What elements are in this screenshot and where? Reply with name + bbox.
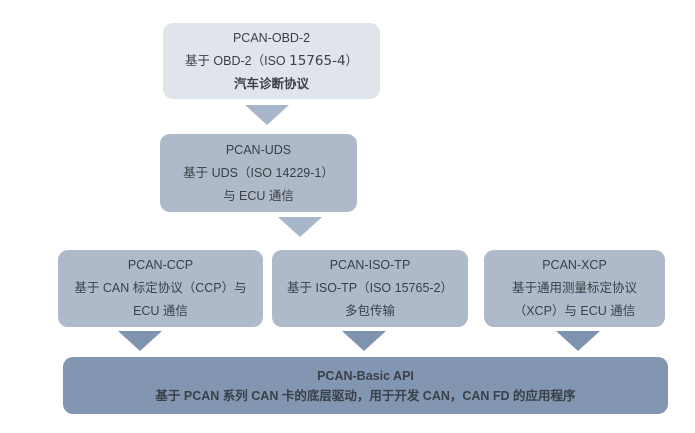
node-pcan-uds: PCAN-UDS 基于 UDS（ISO 14229-1） 与 ECU 通信 (160, 134, 357, 212)
node-pcan-uds-title: PCAN-UDS (225, 142, 292, 157)
node-pcan-obd2-title: PCAN-OBD-2 (232, 30, 311, 45)
node-pcan-uds-line2: 基于 UDS（ISO 14229-1） (183, 165, 334, 180)
node-pcan-ccp-title: PCAN-CCP (127, 258, 194, 272)
node-pcan-iso-tp-title: PCAN-ISO-TP (329, 258, 411, 272)
node-pcan-ccp: PCAN-CCP 基于 CAN 标定协议（CCP）与 ECU 通信 (58, 250, 263, 327)
node-pcan-iso-tp-line3: 多包传输 (344, 304, 395, 318)
node-pcan-obd2-line2: 基于 OBD-2（ISO 15765-4） (185, 50, 358, 73)
node-pcan-obd2-line2-emphasis: 15765-4 (289, 52, 346, 69)
node-pcan-xcp-title: PCAN-XCP (542, 258, 607, 272)
node-pcan-iso-tp: PCAN-ISO-TP 基于 ISO-TP（ISO 15765-2） 多包传输 (272, 250, 468, 327)
node-pcan-xcp: PCAN-XCP 基于通用测量标定协议 （XCP）与 ECU 通信 (484, 250, 665, 327)
down-arrow-icon-isotp-to-basic (342, 331, 386, 351)
down-arrow-icon-xcp-to-basic (556, 331, 600, 351)
down-arrow-icon-uds-to-row3 (278, 217, 322, 237)
node-pcan-obd2-line3: 汽车诊断协议 (233, 76, 309, 91)
node-pcan-obd2-line2-prefix: 基于 OBD-2（ISO (184, 53, 290, 68)
node-pcan-basic-api-line2: 基于 PCAN 系列 CAN 卡的底层驱动，用于开发 CAN，CAN FD 的应… (155, 388, 576, 403)
node-pcan-xcp-line3: （XCP）与 ECU 通信 (513, 304, 636, 318)
node-pcan-basic-api: PCAN-Basic API 基于 PCAN 系列 CAN 卡的底层驱动，用于开… (63, 357, 668, 414)
node-pcan-ccp-line2: 基于 CAN 标定协议（CCP）与 (74, 281, 247, 295)
node-pcan-xcp-line2: 基于通用测量标定协议 (511, 281, 637, 295)
node-pcan-basic-api-title: PCAN-Basic API (317, 368, 414, 383)
down-arrow-icon-ccp-to-basic (118, 331, 162, 351)
node-pcan-ccp-line3: ECU 通信 (133, 304, 188, 318)
node-pcan-iso-tp-line2: 基于 ISO-TP（ISO 15765-2） (286, 281, 454, 295)
node-pcan-obd2: PCAN-OBD-2 基于 OBD-2（ISO 15765-4） 汽车诊断协议 (163, 23, 380, 99)
node-pcan-obd2-line2-suffix: ） (345, 53, 359, 68)
down-arrow-icon-obd2-to-uds (245, 105, 289, 125)
node-pcan-uds-line3: 与 ECU 通信 (223, 188, 294, 203)
